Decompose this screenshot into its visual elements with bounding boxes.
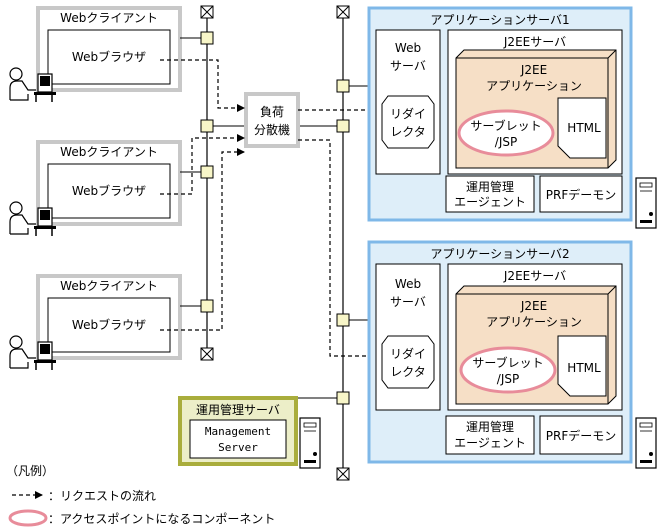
html-label: HTML	[567, 121, 601, 135]
servlet-label-2: /JSP	[497, 372, 519, 386]
line-terminator-icon	[200, 347, 214, 361]
agent-label-2: エージェント	[454, 195, 526, 209]
load-balancer: 負荷 分散機	[244, 92, 300, 148]
load-balancer-label-2: 分散機	[254, 122, 290, 137]
web-server-label-1: Web	[395, 277, 421, 291]
line-terminator-icon	[200, 5, 214, 19]
app-server-2: アプリケーションサーバ2 Web サーバ リダイ レクタ J2EEサーバ J2E…	[367, 240, 633, 464]
management-server: 運用管理サーバ Management Server	[178, 396, 298, 466]
web-server-label-1: Web	[395, 41, 421, 55]
html-document-icon	[557, 97, 607, 159]
j2ee-app-label-2: アプリケーション	[486, 315, 582, 329]
j2ee-app-label-1: J2EE	[520, 63, 547, 77]
legend-ellipse-label: ：アクセスポイントになるコンポーネント	[48, 512, 276, 526]
legend	[8, 491, 48, 527]
mgmt-server-label-1: Management	[205, 425, 271, 438]
web-server-label-2: サーバ	[390, 295, 426, 309]
mgmt-server-title: 運用管理サーバ	[196, 402, 280, 417]
web-browser-label: Webブラウザ	[72, 317, 146, 332]
j2ee-server-label: J2EEサーバ	[503, 35, 566, 49]
network-port-icon	[336, 391, 350, 405]
server-tower-icon	[299, 417, 321, 469]
web-browser-label: Webブラウザ	[72, 49, 146, 64]
web-server-label-2: サーバ	[390, 59, 426, 73]
redirector-label-2: レクタ	[390, 125, 426, 139]
line-terminator-icon	[336, 5, 350, 19]
network-port-icon	[336, 79, 350, 93]
network-port-icon	[336, 313, 350, 327]
app-server-1: アプリケーションサーバ1 Web サーバ リダイ レクタ J2EEサーバ J2E…	[367, 6, 633, 222]
app-server-title: アプリケーションサーバ2	[430, 247, 569, 261]
web-client-1: Webクライアント Webブラウザ	[36, 6, 182, 92]
redirector-label-2: レクタ	[390, 365, 426, 379]
web-browser-label: Webブラウザ	[72, 183, 146, 198]
line-terminator-icon	[336, 467, 350, 481]
servlet-label-2: /JSP	[495, 135, 517, 149]
agent-label-1: 運用管理	[466, 419, 514, 434]
servlet-access-point	[459, 346, 557, 394]
web-client-title: Webクライアント	[60, 145, 158, 159]
html-label: HTML	[567, 361, 601, 375]
web-client-title: Webクライアント	[60, 279, 158, 293]
j2ee-app-label-1: J2EE	[520, 299, 547, 313]
redirector-label-1: リダイ	[390, 346, 426, 361]
servlet-access-point	[457, 109, 555, 157]
network-port-icon	[200, 299, 214, 313]
j2ee-app-label-2: アプリケーション	[486, 79, 582, 93]
agent-label-2: エージェント	[454, 436, 526, 450]
legend-title: （凡例）	[6, 464, 55, 478]
server-tower-icon	[635, 417, 657, 469]
redirector-label-1: リダイ	[390, 106, 426, 121]
web-client-3: Webクライアント Webブラウザ	[36, 274, 182, 360]
network-port-icon	[336, 119, 350, 133]
network-port-icon	[200, 165, 214, 179]
server-tower-icon	[635, 177, 657, 229]
agent-label-1: 運用管理	[466, 179, 514, 194]
prf-daemon-label: PRFデーモン	[546, 428, 616, 443]
web-client-title: Webクライアント	[60, 11, 158, 25]
mgmt-server-label-2: Server	[218, 441, 258, 454]
legend-ellipse-icon	[8, 509, 48, 527]
legend-arrow-label: ：リクエストの流れ	[48, 489, 157, 503]
servlet-label-1: サーブレット	[470, 118, 541, 133]
servlet-label-1: サーブレット	[472, 355, 543, 370]
prf-daemon-label: PRFデーモン	[546, 187, 616, 202]
web-client-2: Webクライアント Webブラウザ	[36, 140, 182, 226]
network-port-icon	[200, 31, 214, 45]
html-document-icon	[557, 335, 607, 397]
network-port-icon	[200, 119, 214, 133]
load-balancer-label-1: 負荷	[260, 105, 284, 119]
j2ee-server-label: J2EEサーバ	[503, 269, 566, 283]
app-server-title: アプリケーションサーバ1	[430, 13, 569, 27]
